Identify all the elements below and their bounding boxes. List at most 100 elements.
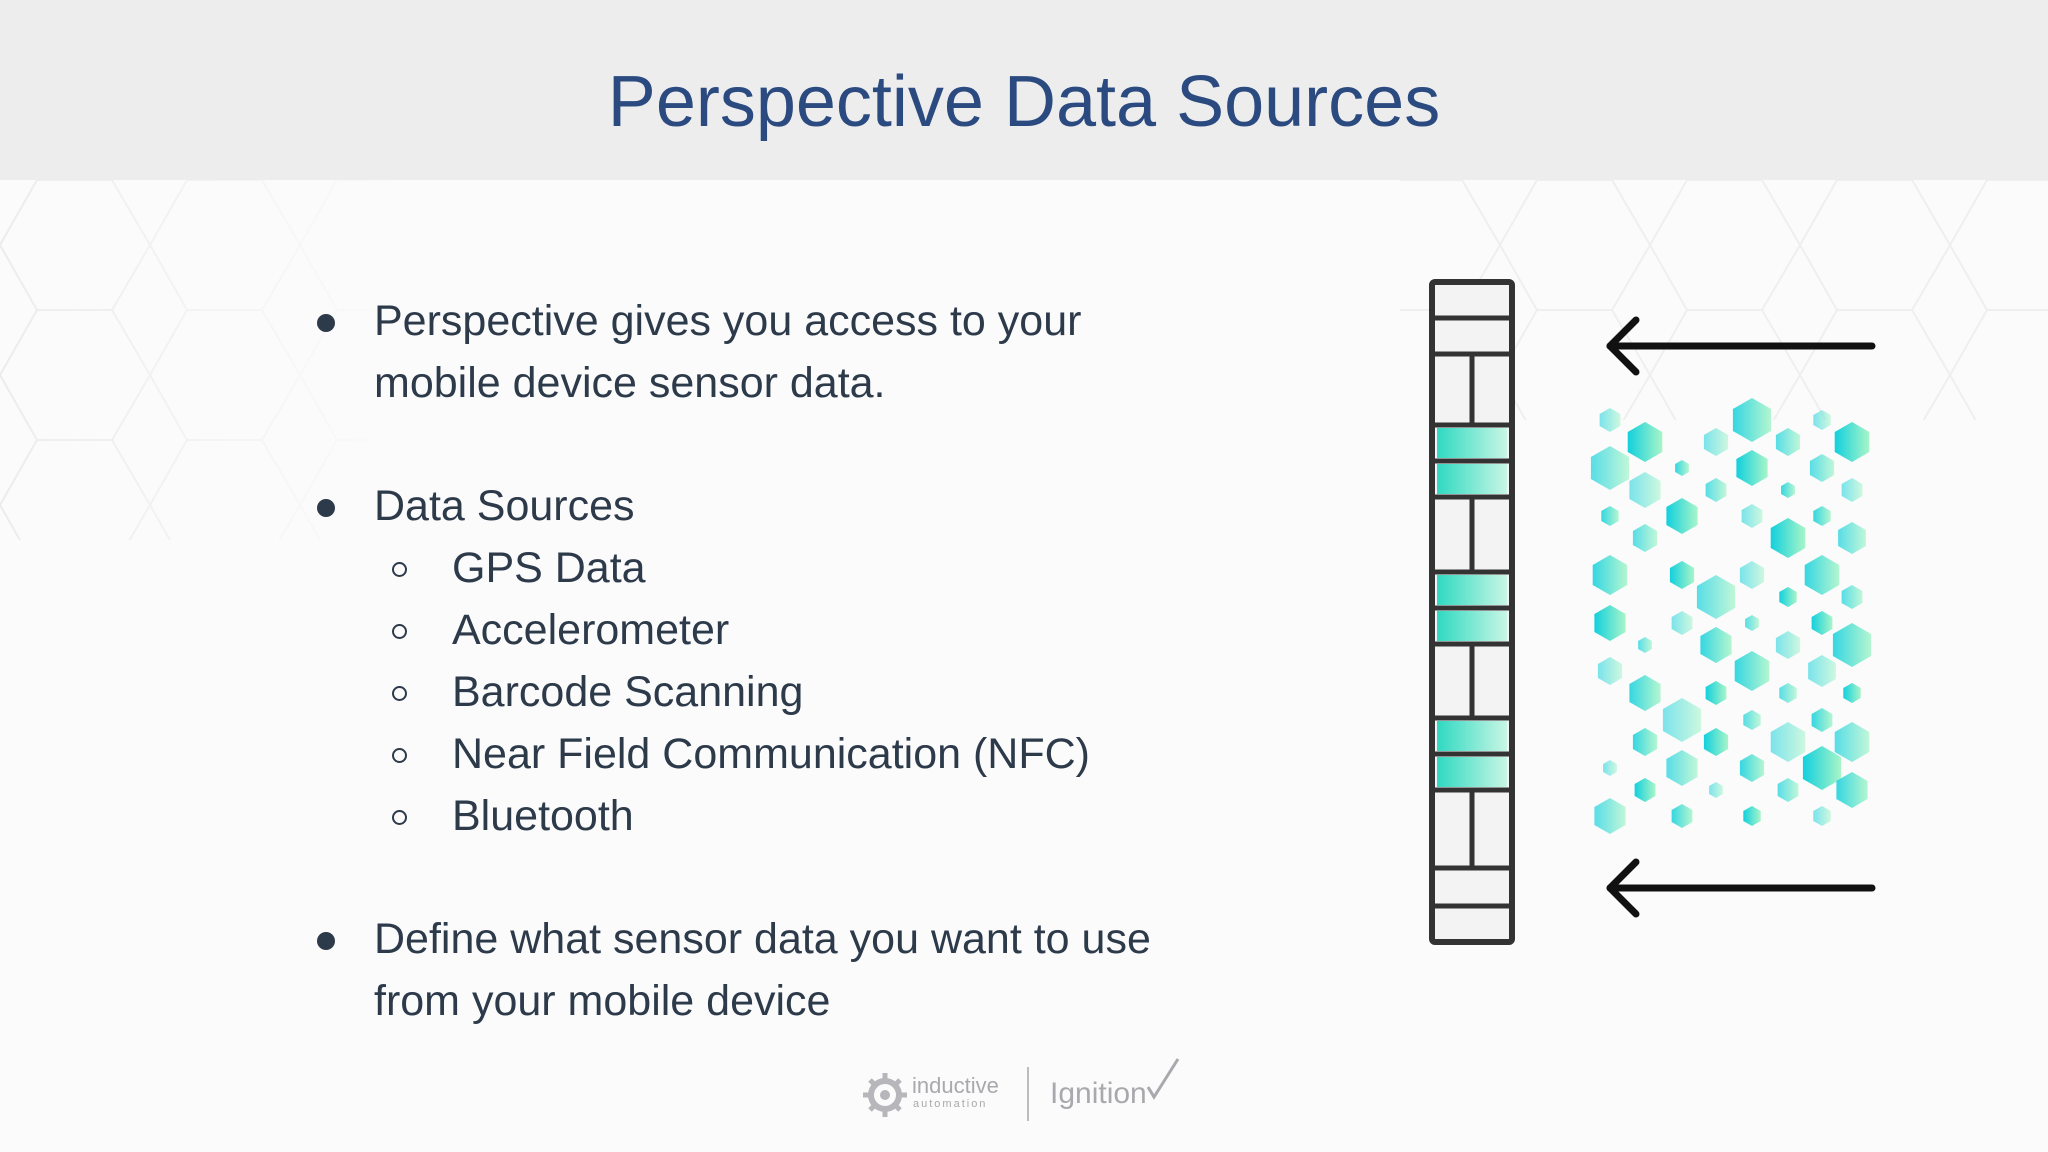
bullet-line: Data Sources xyxy=(374,482,635,530)
hexagon-icon xyxy=(1811,708,1833,732)
hexagon-icon xyxy=(1594,798,1626,834)
hexagon-icon xyxy=(1675,460,1689,476)
hexagon-icon xyxy=(1745,615,1759,631)
slide-header: Perspective Data Sources xyxy=(0,0,2048,180)
hexagon-icon xyxy=(1603,760,1617,776)
hexagon-icon xyxy=(1669,561,1695,589)
circle-bullet-icon xyxy=(392,624,407,639)
bullet-item: Perspective gives you access to your mob… xyxy=(310,290,1260,414)
hexagon-icon xyxy=(1813,410,1831,430)
hexagon-icon xyxy=(1739,561,1765,589)
hexagon-icon xyxy=(1836,772,1868,808)
hexagon-icon xyxy=(1770,722,1806,762)
bullet-line: from your mobile device xyxy=(374,977,831,1025)
sub-item-barcode: Barcode Scanning xyxy=(310,661,1260,723)
hexagon-icon xyxy=(1739,754,1765,782)
circle-bullet-icon xyxy=(392,686,407,701)
hexagon-icon xyxy=(1743,806,1761,826)
brand-secondary-text: automation xyxy=(913,1098,987,1110)
hexagon-icon xyxy=(1743,710,1761,730)
slide-body: Perspective gives you access to your mob… xyxy=(310,290,1260,1032)
hexagon-icon xyxy=(1671,611,1693,635)
hexagon-icon xyxy=(1601,506,1619,526)
hexagon-icon xyxy=(1781,482,1795,498)
hexagon-icon xyxy=(1703,728,1729,756)
bullet-dot-icon xyxy=(317,314,335,332)
hexagon-icon xyxy=(1700,627,1732,663)
hexagon-icon xyxy=(1802,746,1842,790)
sub-item-label: Near Field Communication (NFC) xyxy=(452,730,1090,778)
sub-item-bluetooth: Bluetooth xyxy=(310,785,1260,847)
hexagon-icon xyxy=(1734,651,1770,691)
hexagon-icon xyxy=(1775,428,1801,456)
hexagon-icon xyxy=(1632,728,1658,756)
hexagon-icon xyxy=(1590,446,1630,490)
hexagon-icon xyxy=(1841,478,1863,502)
sub-item-label: Bluetooth xyxy=(452,792,634,840)
hexagon-icon xyxy=(1703,428,1729,456)
sub-item-label: Barcode Scanning xyxy=(452,668,804,716)
hexagon-icon xyxy=(1808,655,1836,687)
hexagon-icon xyxy=(1777,778,1799,802)
hexagon-icon xyxy=(1592,555,1628,595)
hexagon-icon xyxy=(1662,698,1702,742)
left-arrow-icon xyxy=(1606,858,1876,918)
brand-primary-text: inductive xyxy=(912,1073,999,1098)
hexagon-icon xyxy=(1741,504,1763,528)
hexagon-icon xyxy=(1832,623,1872,667)
sensor-data-diagram xyxy=(1429,279,1876,945)
circle-bullet-icon xyxy=(392,748,407,763)
hexagon-icon xyxy=(1838,522,1866,554)
bullet-item: Data Sources xyxy=(310,475,1260,537)
hexagon-icon xyxy=(1779,683,1797,703)
hexagon-icon xyxy=(1671,804,1693,828)
hexagon-icon xyxy=(1834,722,1870,762)
brand-logo: inductive automation Ignition xyxy=(863,1058,1180,1121)
hexagon-icon xyxy=(1705,478,1727,502)
hexagon-icon xyxy=(1834,422,1870,462)
bullet-line: Perspective gives you access to your xyxy=(374,297,1082,345)
hexagon-icon xyxy=(1775,631,1801,659)
hexagon-icon xyxy=(1732,398,1772,442)
bullet-dot-icon xyxy=(317,932,335,950)
slide-title: Perspective Data Sources xyxy=(607,62,1441,142)
hexagon-icon xyxy=(1599,408,1621,432)
hexagon-icon xyxy=(1811,611,1833,635)
hexagon-icon xyxy=(1634,778,1656,802)
left-arrow-icon xyxy=(1606,316,1876,376)
hexagon-icon xyxy=(1666,498,1698,534)
circle-bullet-icon xyxy=(392,562,407,577)
bullet-line: Define what sensor data you want to use xyxy=(374,915,1151,963)
sub-item-accelerometer: Accelerometer xyxy=(310,599,1260,661)
hexagon-icon xyxy=(1629,472,1661,508)
hexagon-icon xyxy=(1770,518,1806,558)
hexagon-icon xyxy=(1804,555,1840,595)
sub-item-nfc: Near Field Communication (NFC) xyxy=(310,723,1260,785)
hexagon-icon xyxy=(1809,454,1835,482)
hexagon-background-pattern xyxy=(0,180,2048,540)
hexagon-icon xyxy=(1705,681,1727,705)
hexagon-icon xyxy=(1843,683,1861,703)
sub-item-label: Accelerometer xyxy=(452,606,730,654)
bullet-line: mobile device sensor data. xyxy=(374,359,886,407)
hexagon-icon xyxy=(1841,585,1863,609)
hexagon-icon xyxy=(1813,506,1831,526)
bullet-item: Define what sensor data you want to use … xyxy=(310,908,1260,1032)
bullet-dot-icon xyxy=(317,499,335,517)
hexagon-icon xyxy=(1594,605,1626,641)
hexagon-icon xyxy=(1779,587,1797,607)
hexagon-icon xyxy=(1627,422,1663,462)
hexagon-icon xyxy=(1666,750,1698,786)
sub-item-gps: GPS Data xyxy=(310,537,1260,599)
hexagon-icon xyxy=(1597,657,1623,685)
hexagon-icon xyxy=(1709,782,1723,798)
hexagon-icon xyxy=(1696,575,1736,619)
hexagon-icon xyxy=(1632,524,1658,552)
hexagon-icon xyxy=(1638,637,1652,653)
circle-bullet-icon xyxy=(392,810,407,825)
gear-icon xyxy=(863,1073,907,1117)
hexagon-icon xyxy=(1736,450,1768,486)
product-name-text: Ignition xyxy=(1050,1077,1147,1110)
hexagon-icon xyxy=(1629,675,1661,711)
sub-item-label: GPS Data xyxy=(452,544,646,592)
